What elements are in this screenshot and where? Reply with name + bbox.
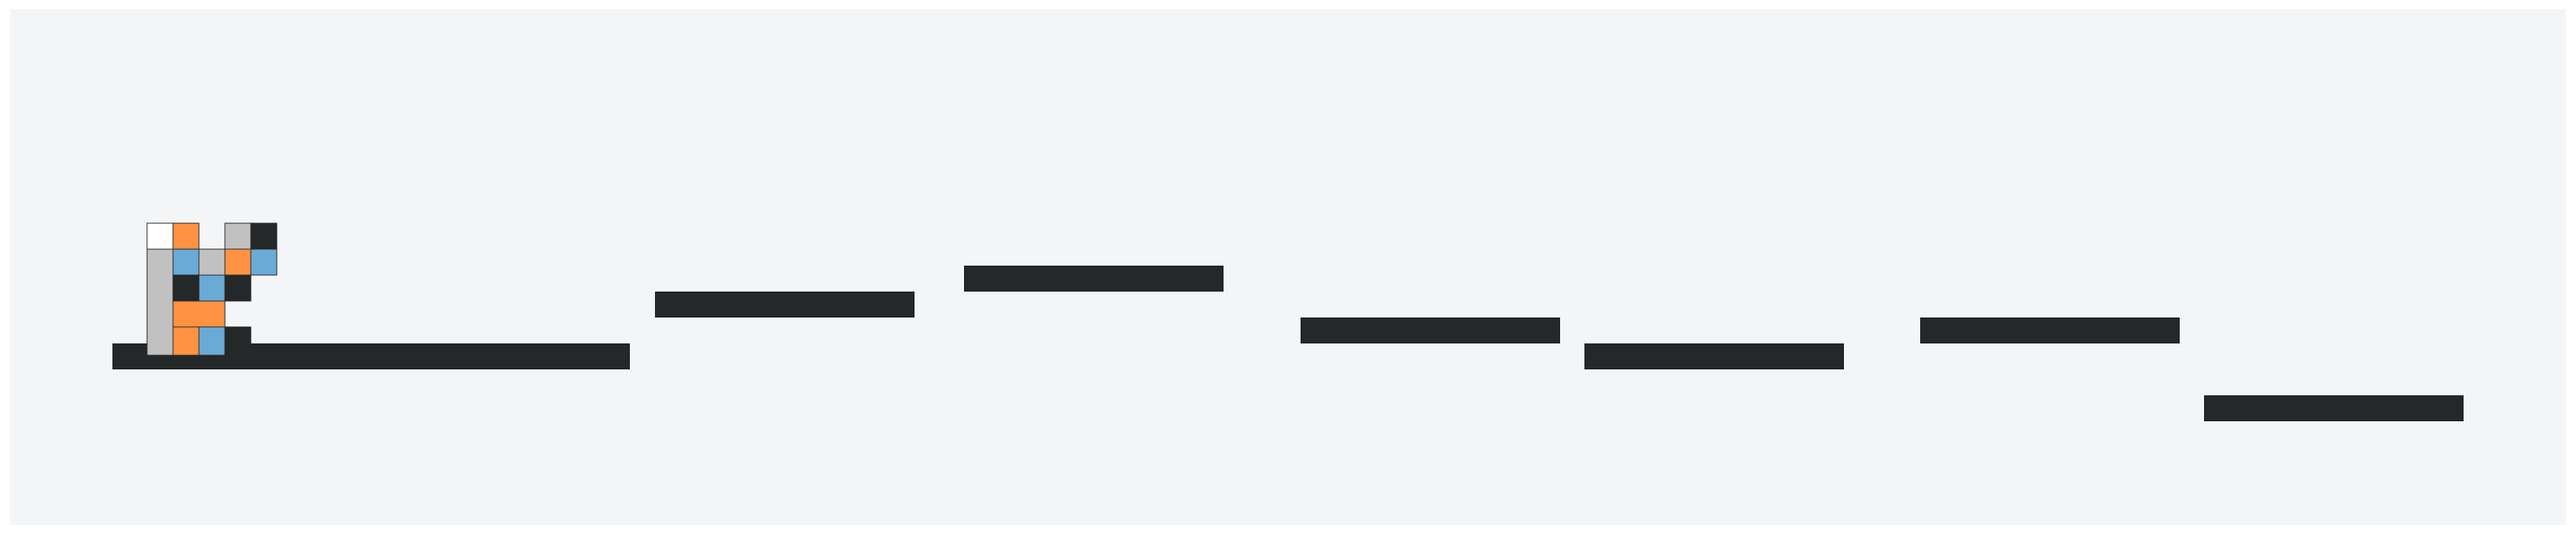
tower-block-orange-base [172, 326, 200, 356]
block-tower [146, 222, 278, 356]
tower-block-black [224, 274, 252, 302]
tower-block-blue-base [198, 326, 226, 356]
tower-block-blue [172, 248, 200, 276]
tower-block-orange [172, 222, 200, 250]
tower-block-orange-wide [172, 300, 226, 328]
tower-block-gray [198, 248, 226, 276]
tower-block-black-base [224, 326, 252, 356]
tower-block-gray [224, 222, 252, 250]
platform-6 [1920, 318, 2180, 343]
platform-4 [1301, 318, 1560, 343]
platform-3 [964, 266, 1224, 292]
platform-7 [2204, 395, 2464, 421]
tower-block-white [146, 222, 174, 250]
tower-block-gray-tall [146, 248, 174, 356]
platform-2 [655, 292, 914, 318]
game-canvas[interactable] [10, 9, 2566, 525]
tower-block-black [172, 274, 200, 302]
tower-block-blue [250, 248, 278, 276]
tower-block-blue [198, 274, 226, 302]
tower-block-orange [224, 248, 252, 276]
platform-5 [1584, 343, 1844, 369]
tower-block-black [250, 222, 278, 250]
